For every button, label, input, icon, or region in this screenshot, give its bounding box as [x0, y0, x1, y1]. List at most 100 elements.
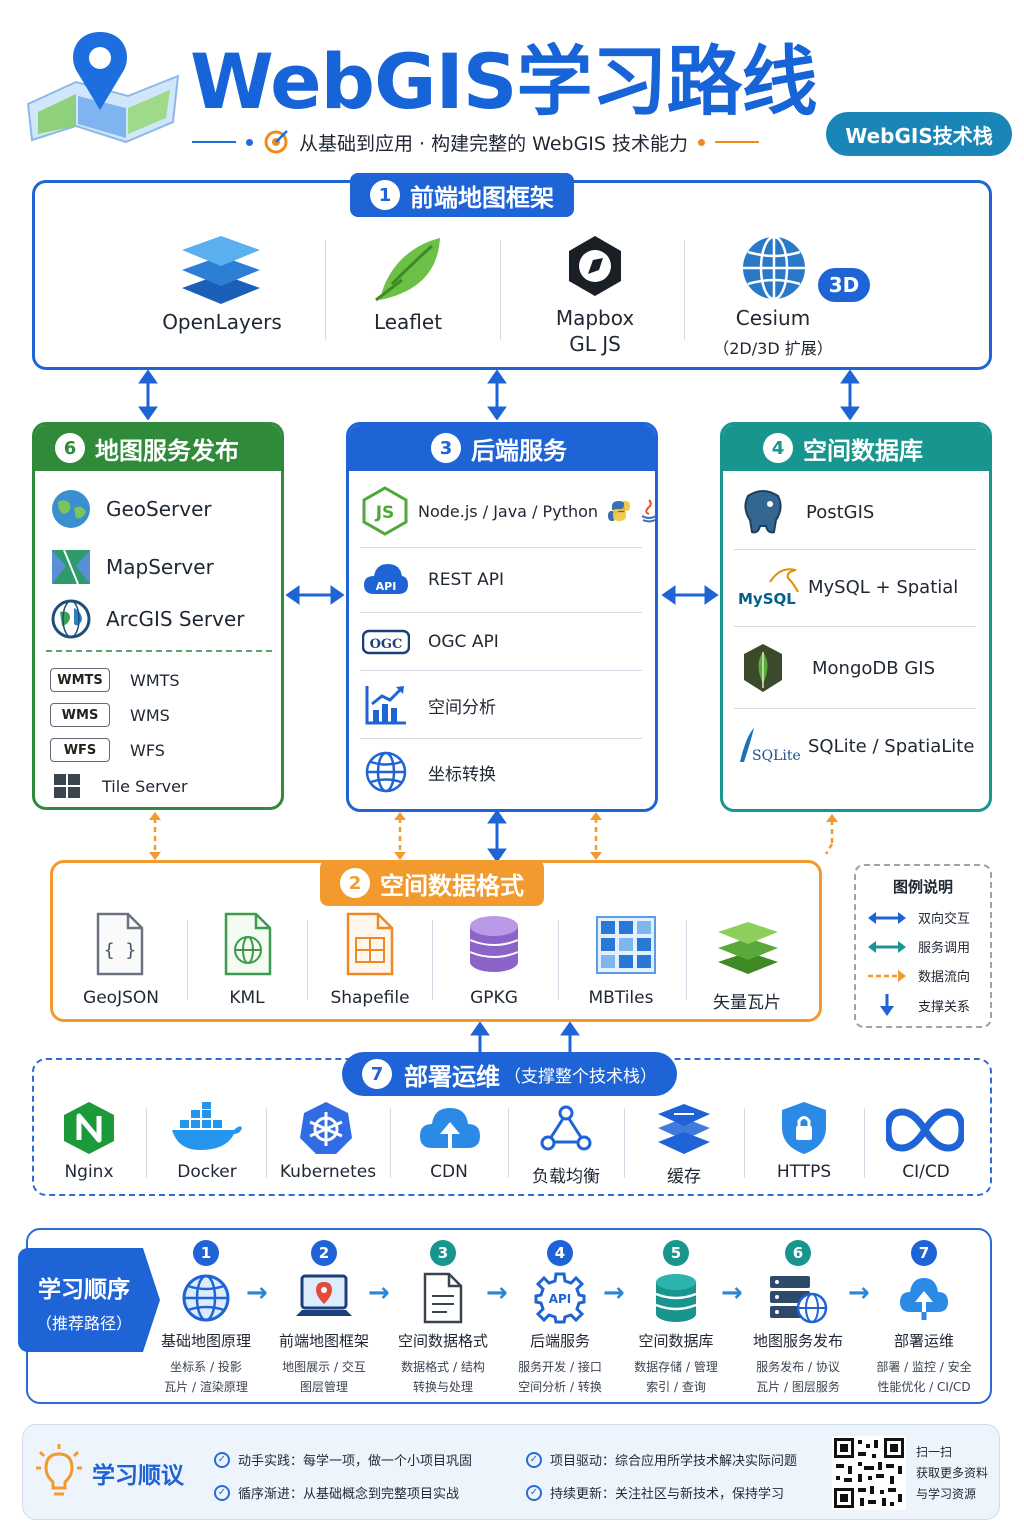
- deploy-divider: [390, 1108, 391, 1178]
- database-item: PostGIS: [740, 488, 874, 536]
- deploy-divider: [864, 1108, 865, 1178]
- backend-item: 坐标转换: [364, 750, 496, 794]
- map-service-num: 6: [55, 433, 85, 463]
- data-flow-arrows: [149, 810, 838, 862]
- mapbox-label-line2: GL JS: [569, 332, 621, 356]
- check-icon: ✓: [214, 1451, 230, 1468]
- svg-text:API: API: [549, 1292, 572, 1306]
- step-arrow-icon: →: [486, 1278, 508, 1308]
- learning-step: 3 空间数据格式 数据格式 / 结构 转换与处理: [383, 1240, 503, 1397]
- lightbulb-icon: [36, 1444, 82, 1498]
- leaf-icon: [372, 234, 446, 304]
- docker-label: Docker: [177, 1162, 237, 1182]
- step-number: 5: [663, 1240, 689, 1266]
- step-desc: 地图展示 / 交互: [282, 1360, 366, 1374]
- frontend-tab: 1 前端地图框架: [350, 173, 574, 217]
- api-gear-icon: API: [534, 1272, 586, 1324]
- qr-caption: 扫一扫 获取更多资料 与学习资源: [916, 1442, 988, 1505]
- double-arrow-icon: [868, 911, 906, 924]
- backend-num: 3: [431, 433, 461, 463]
- legend-item: 数据流向: [868, 966, 970, 985]
- ogc-icon: OGC: [361, 628, 411, 656]
- load-balance-label: 负载均衡: [532, 1167, 600, 1187]
- 3d-badge: 3D: [818, 268, 870, 302]
- server-row: MapServer: [50, 546, 214, 588]
- coordinate-globe-icon: [364, 750, 408, 794]
- qr-caption-line: 获取更多资料: [916, 1466, 989, 1480]
- backend-section: [346, 422, 658, 812]
- tip-text: 动手实践：每学一项，做一个小项目巩固: [238, 1454, 473, 1469]
- data-format-num: 2: [340, 868, 370, 898]
- step-number: 6: [785, 1240, 811, 1266]
- backend-item: API REST API: [362, 560, 504, 600]
- step-number: 1: [193, 1240, 219, 1266]
- tile-server-row: Tile Server: [54, 774, 188, 798]
- geoserver-icon: [50, 488, 92, 530]
- shapefile-icon: [344, 912, 396, 976]
- step-desc: 转换与处理: [412, 1380, 473, 1394]
- frontend-num: 1: [370, 180, 400, 210]
- mapbox-icon: [563, 234, 627, 298]
- wmts-label: WMTS: [130, 670, 180, 690]
- step-arrow-icon: →: [848, 1278, 870, 1308]
- deploy-num: 7: [362, 1059, 392, 1089]
- geojson-label: GeoJSON: [83, 988, 159, 1008]
- map-service-title: 地图服务发布: [95, 436, 239, 465]
- backend-title: 后端服务: [471, 436, 567, 465]
- deploy-divider: [744, 1108, 745, 1178]
- logo-map-icon: [18, 22, 183, 147]
- deploy-divider: [624, 1108, 625, 1178]
- step-desc: 部署 / 监控 / 安全: [876, 1360, 972, 1374]
- postgres-icon: [740, 488, 786, 536]
- mongodb-label: MongoDB GIS: [812, 657, 936, 679]
- dashed-arrow-icon: [868, 969, 906, 982]
- step-title: 空间数据库: [638, 1332, 714, 1350]
- learning-step: 2 前端地图框架 地图展示 / 交互 图层管理: [264, 1240, 384, 1397]
- page-subtitle: 从基础到应用 · 构建完整的 WebGIS 技术能力: [192, 126, 792, 158]
- step-desc: 性能优化 / CI/CD: [877, 1380, 971, 1394]
- wms-label: WMS: [130, 705, 170, 725]
- cache-stack-icon: [656, 1102, 712, 1156]
- backend-divider: [360, 738, 642, 739]
- backend-item: OGC OGC API: [361, 628, 499, 656]
- subtitle-dot-right: [698, 138, 706, 146]
- format-divider: [432, 920, 433, 1000]
- deploy-title: 部署运维: [404, 1062, 500, 1091]
- mapserver-label: MapServer: [106, 555, 214, 579]
- advice-title: 学习顺议: [92, 1463, 184, 1489]
- postgis-label: PostGIS: [806, 501, 875, 523]
- nginx-label: Nginx: [64, 1162, 114, 1182]
- wfs-badge: WFS: [50, 738, 110, 762]
- backend-item: 空间分析: [364, 684, 496, 726]
- legend-label: 数据流向: [918, 970, 971, 985]
- database-title: 空间数据库: [803, 436, 923, 465]
- server-row: GeoServer: [50, 488, 212, 530]
- service-arrow-icon: [868, 940, 906, 953]
- legend-item: 服务调用: [868, 937, 970, 956]
- load-balance-icon: [540, 1104, 592, 1152]
- sqlite-icon-text: SQLite: [752, 748, 801, 764]
- protocol-row: WMTS WMTS: [50, 668, 180, 692]
- geoserver-label: GeoServer: [106, 497, 212, 521]
- mbtiles-grid-icon: [596, 916, 656, 974]
- step-desc: 服务开发 / 接口: [518, 1360, 602, 1374]
- backend-divider: [360, 612, 642, 613]
- leaflet-label: Leaflet: [373, 310, 443, 334]
- json-file-icon: { }: [94, 912, 146, 976]
- advice-tip: ✓ 项目驱动：综合应用所学技术解决实际问题: [526, 1450, 797, 1469]
- kml-file-icon: [222, 912, 274, 976]
- legend-title: 图例说明: [892, 878, 953, 896]
- database-section: [720, 422, 992, 812]
- qr-code-icon[interactable]: [832, 1436, 906, 1510]
- database-num: 4: [763, 433, 793, 463]
- wmts-badge: WMTS: [50, 668, 110, 692]
- database-item: MySQL MySQL + Spatial: [736, 564, 958, 610]
- legend-label: 支撑关系: [918, 999, 971, 1015]
- protocol-row: WMS WMS: [50, 703, 170, 727]
- learning-step: 4 API 后端服务 服务开发 / 接口 空间分析 / 转换: [500, 1240, 620, 1397]
- openlayers-icon: [178, 226, 264, 306]
- sqlite-icon: SQLite: [736, 726, 804, 766]
- step-desc: 瓦片 / 图层服务: [756, 1380, 840, 1394]
- step-title: 基础地图原理: [160, 1332, 251, 1350]
- step-arrow-icon: →: [721, 1278, 743, 1308]
